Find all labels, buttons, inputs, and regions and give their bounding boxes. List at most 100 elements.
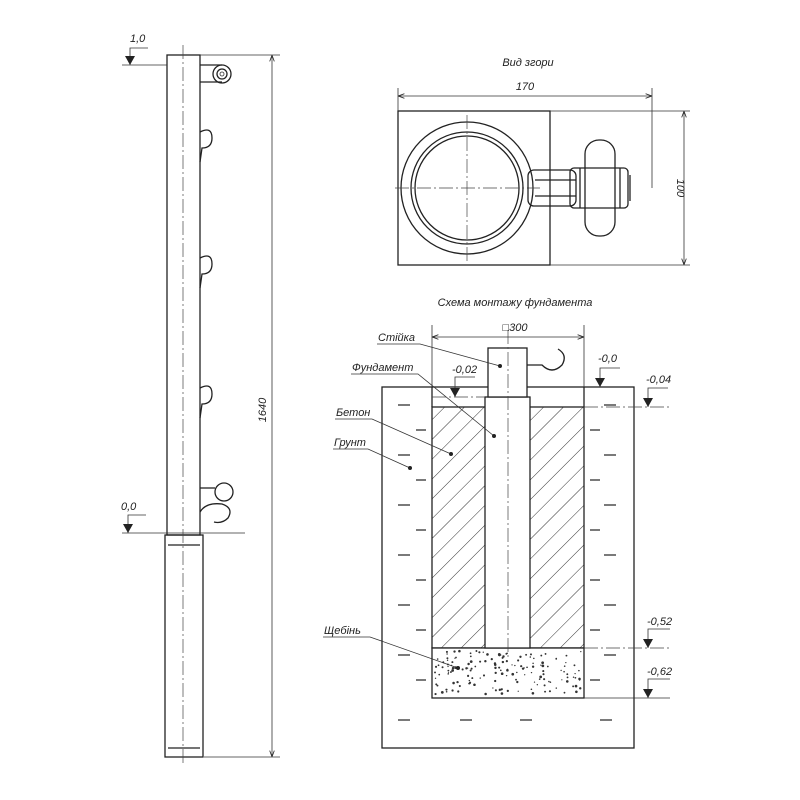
post-lower bbox=[164, 534, 204, 758]
gravel-dot bbox=[542, 673, 545, 676]
gravel-dot bbox=[470, 667, 473, 670]
gravel-dot bbox=[449, 671, 452, 673]
gravel-dot bbox=[541, 661, 545, 665]
gravel-dot bbox=[530, 671, 533, 674]
gravel-dot bbox=[515, 678, 517, 681]
gravel-dot bbox=[561, 679, 563, 681]
gravel-dot bbox=[566, 673, 569, 676]
gravel-dot bbox=[526, 666, 528, 669]
gravel-dot bbox=[565, 662, 567, 664]
gravel-dot bbox=[494, 666, 497, 670]
gravel-dot bbox=[574, 673, 576, 675]
gravel-dot bbox=[565, 680, 569, 683]
level-label: -0,02 bbox=[452, 364, 477, 376]
gravel-dot bbox=[436, 658, 439, 660]
gravel-dot bbox=[469, 660, 473, 663]
gravel-dot bbox=[467, 663, 470, 666]
size-dimension: □300 bbox=[431, 322, 585, 387]
gravel-dot bbox=[434, 692, 437, 696]
gravel-dot bbox=[548, 680, 550, 683]
gravel-dot bbox=[565, 654, 568, 657]
gravel-dot bbox=[499, 669, 502, 672]
gravel-dot bbox=[434, 677, 437, 679]
gravel-dot bbox=[574, 684, 578, 688]
level-label: 0,0 bbox=[121, 501, 137, 513]
label-post: Стійка bbox=[378, 332, 415, 344]
gravel-dot bbox=[511, 672, 515, 676]
gravel-dot bbox=[482, 674, 486, 677]
hook bbox=[527, 348, 565, 371]
gravel-dot bbox=[434, 665, 438, 668]
gravel-dot bbox=[451, 661, 454, 664]
gravel-dot bbox=[563, 670, 565, 673]
gravel-dot bbox=[511, 664, 513, 666]
gravel-dot bbox=[447, 673, 449, 675]
gravel-dot bbox=[574, 676, 577, 679]
gravel-dot bbox=[533, 657, 535, 660]
gravel-dot bbox=[540, 654, 543, 657]
gravel-dot bbox=[447, 665, 449, 668]
gravel-dot bbox=[469, 652, 472, 655]
height-dimension: 1640 bbox=[200, 54, 280, 758]
level-label: -0,04 bbox=[646, 374, 671, 386]
gravel-dot bbox=[501, 660, 505, 664]
ring-fitting bbox=[200, 64, 232, 84]
gravel-dot bbox=[525, 653, 528, 656]
gravel-dot bbox=[560, 669, 562, 672]
gravel-dot bbox=[516, 671, 518, 674]
gravel-dot bbox=[500, 692, 504, 695]
gravel-dot bbox=[446, 653, 448, 655]
gravel-dot bbox=[546, 665, 549, 668]
gravel-dot bbox=[467, 674, 470, 677]
gravel-dot bbox=[520, 665, 523, 668]
gravel-dot bbox=[516, 680, 519, 684]
gravel-dot bbox=[566, 676, 569, 679]
gravel-dot bbox=[555, 687, 558, 689]
gravel-dot bbox=[505, 652, 508, 655]
gravel-dot bbox=[580, 651, 582, 653]
gravel-dot bbox=[505, 674, 508, 677]
gravel-dot bbox=[497, 652, 501, 656]
gravel-dot bbox=[461, 668, 464, 671]
gravel-dot bbox=[453, 650, 456, 653]
gravel-dot bbox=[455, 656, 457, 659]
gravel-dot bbox=[452, 681, 455, 685]
gravel-dot bbox=[492, 687, 494, 689]
gravel-dot bbox=[465, 667, 468, 670]
gravel-dot bbox=[445, 650, 448, 653]
gravel-dot bbox=[451, 669, 454, 672]
gravel-dot bbox=[493, 663, 497, 666]
gravel-dot bbox=[486, 653, 489, 656]
gravel-dot bbox=[544, 690, 547, 693]
gravel-dot bbox=[482, 651, 484, 653]
gravel-dot bbox=[538, 678, 541, 680]
gravel-dot bbox=[505, 660, 508, 663]
gravel-dot bbox=[445, 690, 448, 693]
gravel-dot bbox=[458, 649, 461, 653]
gravel-dot bbox=[539, 675, 543, 679]
gravel-dot bbox=[506, 689, 509, 693]
gravel-dot bbox=[484, 660, 487, 663]
label-foundation: Фундамент bbox=[352, 362, 413, 374]
gravel-dot bbox=[498, 688, 502, 692]
gravel-dot bbox=[536, 684, 538, 686]
gravel-dot bbox=[434, 671, 436, 674]
gravel-dot bbox=[544, 653, 547, 655]
top-view: Вид згори 170 100 bbox=[395, 57, 690, 266]
gravel-dot bbox=[563, 665, 566, 667]
gravel-dot bbox=[572, 676, 575, 678]
gravel-dot bbox=[506, 669, 509, 672]
gravel-dot bbox=[441, 666, 444, 669]
gravel-dot bbox=[451, 689, 454, 692]
gravel-dot bbox=[540, 664, 542, 666]
gravel-dot bbox=[469, 669, 472, 672]
gravel-dot bbox=[494, 689, 497, 692]
gravel-dot bbox=[479, 660, 482, 663]
loop bbox=[199, 503, 231, 524]
label-concrete: Бетон bbox=[336, 407, 370, 419]
gravel-dot bbox=[530, 688, 533, 691]
gravel-dot bbox=[501, 688, 503, 690]
gravel-dot bbox=[446, 657, 449, 660]
gravel-dot bbox=[578, 669, 580, 672]
